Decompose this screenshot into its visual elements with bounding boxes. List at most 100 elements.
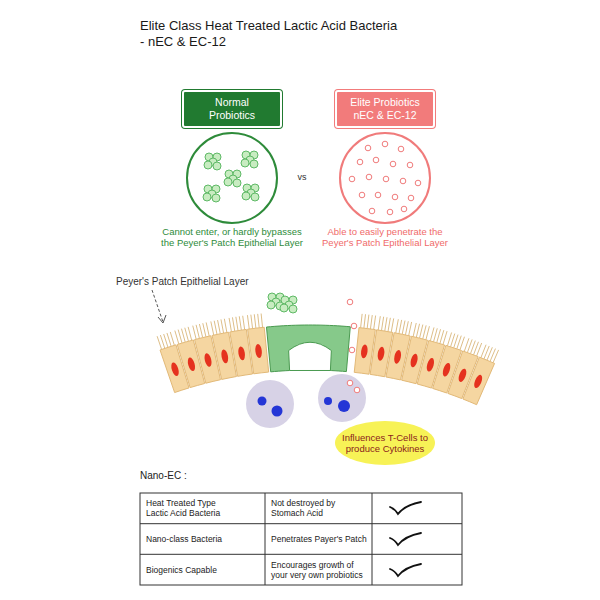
microvillus <box>239 316 241 330</box>
nano-particle <box>383 176 389 182</box>
nano-particle <box>401 206 407 212</box>
microvillus <box>232 317 234 331</box>
microvillus <box>416 324 419 338</box>
cell-nucleus <box>473 374 484 389</box>
cell-nucleus <box>258 397 267 406</box>
microvillus <box>430 327 434 341</box>
check-mark <box>390 502 421 514</box>
cell-nucleus <box>393 349 402 364</box>
nano-particle <box>366 174 372 180</box>
table-cell: Heat Treated Type Lactic Acid Bacteria <box>146 493 231 524</box>
nano-particle <box>347 380 353 386</box>
diagram-title: Elite Class Heat Treated Lactic Acid Bac… <box>140 18 404 49</box>
table-cell: Not destroyed by Stomach Acid <box>271 493 368 524</box>
nano-particle <box>359 192 365 198</box>
cell-nucleus <box>220 349 229 364</box>
cell-nucleus <box>272 406 283 417</box>
microvillus <box>413 323 416 337</box>
microvillus <box>391 318 393 332</box>
microvillus <box>167 333 171 346</box>
cell-nucleus <box>324 397 332 405</box>
microvillus <box>420 325 423 339</box>
microvillus <box>236 317 238 331</box>
cell-nucleus <box>203 352 212 367</box>
heading-box: Elite Probiotics nEC & EC-12 <box>335 90 435 128</box>
microvillus <box>178 330 182 343</box>
heading-box: Normal Probiotics <box>182 90 282 128</box>
nano-particle <box>398 146 404 152</box>
nano-particle <box>407 162 413 168</box>
microvillus <box>493 350 499 363</box>
table-cell: Encourages growth of your very own probi… <box>271 554 368 585</box>
nano-particle <box>349 176 355 182</box>
nano-particle <box>373 157 379 163</box>
microvillus <box>185 328 189 342</box>
bacteria-cluster <box>204 153 221 170</box>
table-cell: Nano-class Bacteria <box>146 524 231 555</box>
nano-particle <box>369 208 375 214</box>
callout-ellipse: Influences T-Cells to produce Cytokines <box>335 421 435 465</box>
microvillus <box>196 325 199 339</box>
cell-nucleus <box>338 400 350 412</box>
microvillus <box>440 330 444 343</box>
sample-circle <box>187 133 277 223</box>
microvillus <box>388 318 390 332</box>
microvillus <box>367 315 369 329</box>
microvillus <box>214 321 217 335</box>
nano-particle <box>365 145 371 151</box>
bacteria-cluster <box>203 185 220 202</box>
microvillus <box>423 325 426 339</box>
table-cell: Penetrates Payer's Patch <box>271 524 368 555</box>
microvillus <box>181 329 185 342</box>
nano-particle <box>351 323 357 329</box>
microvillus <box>426 326 430 340</box>
table-rule <box>372 493 373 585</box>
microvillus <box>451 334 455 347</box>
microvillus <box>437 329 441 342</box>
nano-particle <box>382 141 388 147</box>
microvillus <box>160 335 164 348</box>
nano-particle <box>408 195 414 201</box>
microvillus <box>396 319 399 333</box>
nano-particle <box>349 347 355 353</box>
node-text: Influences T-Cells to produce Cytokines <box>337 432 433 455</box>
immune-cell <box>318 374 366 422</box>
microvillus <box>211 321 214 335</box>
cell-nucleus <box>237 346 246 361</box>
table-rule <box>140 523 462 524</box>
microvillus <box>402 321 405 335</box>
microvillus <box>385 317 387 331</box>
m-cell-pocket <box>289 342 332 370</box>
nano-particle <box>390 161 396 167</box>
cell-nucleus <box>170 362 180 377</box>
immune-cell <box>246 380 294 428</box>
microvillus <box>399 320 402 334</box>
ellipse-shape <box>335 421 435 465</box>
microvillus <box>218 320 221 334</box>
leader-line <box>152 290 163 322</box>
microvillus <box>203 323 206 337</box>
table-rule <box>140 554 462 555</box>
microvillus <box>164 334 168 347</box>
cell-nucleus <box>457 368 468 383</box>
microvillus <box>460 337 465 350</box>
microvillus <box>199 324 202 338</box>
microvillus <box>188 327 192 341</box>
cell-nucleus <box>441 362 451 377</box>
epithelial-cell <box>248 327 269 374</box>
microvillus <box>364 314 366 328</box>
vs-text: vs <box>292 172 312 183</box>
microvillus <box>443 331 447 344</box>
microvillus <box>170 332 174 345</box>
caption-text: Cannot enter, or hardly bypasses the Pey… <box>158 226 306 249</box>
m-cell <box>266 325 350 372</box>
microvillus <box>221 319 224 333</box>
cell-nucleus <box>377 346 386 361</box>
check-mark <box>390 564 421 576</box>
check-mark <box>390 533 421 545</box>
cell-nucleus <box>409 353 419 368</box>
cell-nucleus <box>186 357 196 372</box>
microvillus <box>224 319 227 333</box>
